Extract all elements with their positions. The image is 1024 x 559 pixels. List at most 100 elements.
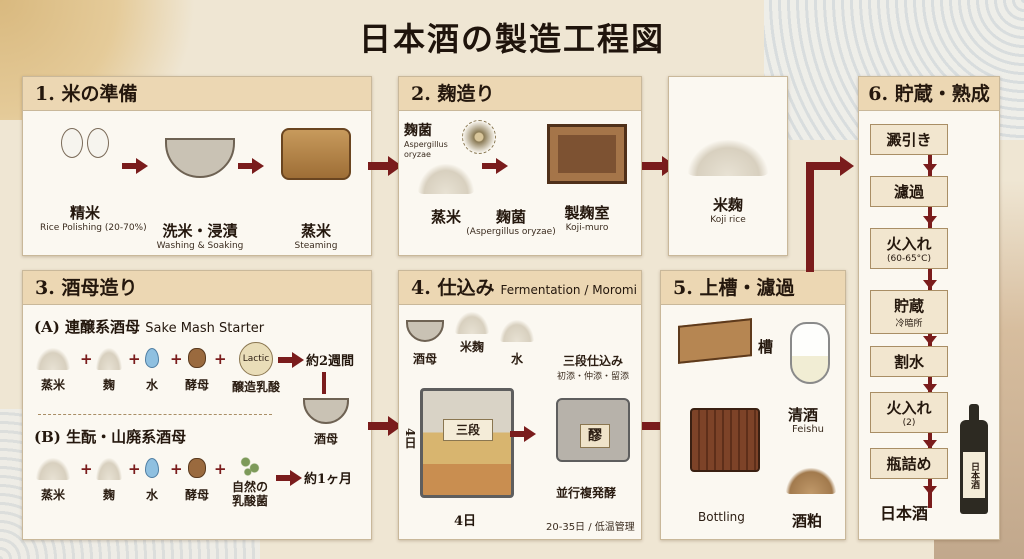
mold-icon — [462, 120, 496, 154]
step-sub: 冷暗所 — [895, 319, 923, 329]
plus-icon: + — [128, 460, 141, 478]
plus-icon: + — [214, 460, 227, 478]
tank-label: 三段 — [443, 419, 493, 441]
koji-icon — [96, 458, 122, 480]
tank-side-label: 4日 — [403, 428, 417, 449]
input-shubo: 酒母 — [404, 320, 446, 367]
step-label: 貯蔵 — [893, 297, 924, 315]
step-sub: Koji-muro — [565, 223, 609, 233]
ingredient: 酵母 — [180, 458, 214, 503]
bottling-label: Bottling — [698, 510, 745, 524]
bowl-icon — [406, 320, 444, 342]
ingredient-label: 水 — [145, 488, 158, 502]
page-title: 日本酒の製造工程図 — [358, 20, 665, 58]
step-sub: (60-65°C) — [887, 254, 931, 264]
koji-mold-sub: Aspergillus oryzae — [404, 140, 448, 159]
arrow-down-icon — [923, 164, 937, 173]
arrow-down-icon — [923, 440, 937, 449]
ingredient-label: 蒸米 — [40, 378, 65, 392]
koji-rice-icon — [688, 140, 768, 176]
rice-grain-icon — [40, 128, 130, 162]
koji-rice: 米麹 Koji rice — [672, 140, 784, 225]
step-washing: 洗米・浸漬 Washing & Soaking — [150, 128, 250, 251]
duration-b: 約1ヶ月 — [304, 472, 353, 487]
arrow-icon — [510, 426, 536, 442]
step-label: 精米 — [69, 204, 100, 222]
storage-step: 火入れ(60-65°C) — [870, 228, 948, 269]
panel-heading: 1. 米の準備 — [23, 77, 371, 111]
fune-label: 槽 — [758, 338, 774, 356]
sandan-info: 三段仕込み 初添・仲添・留添 — [546, 352, 640, 382]
step-steaming: 蒸米 Steaming — [266, 128, 366, 251]
bowl-icon — [303, 398, 349, 424]
storage-step: 瓶詰め — [870, 448, 948, 479]
plus-icon: + — [128, 350, 141, 368]
step-label: 火入れ — [886, 235, 932, 253]
subsection-b-heading: (B) 生酛・山廃系酒母 — [34, 428, 187, 446]
subsection-a-heading: (A) 連醸系酒母 — [34, 318, 141, 336]
tank-bottom-label: 4日 — [454, 514, 477, 529]
arrow-down-icon — [923, 336, 937, 345]
subsection-a-heading-en: Sake Mash Starter — [145, 321, 265, 336]
storage-step: 貯蔵冷暗所 — [870, 290, 948, 334]
storage-step: 澱引き — [870, 124, 948, 155]
ingredient-label: 酵母 — [184, 488, 209, 502]
arrow-down-icon — [923, 280, 937, 289]
water-pile-icon — [500, 320, 534, 342]
ingredient-label: 水 — [145, 378, 158, 392]
ingredient-label: 酵母 — [184, 378, 209, 392]
step-label: 割水 — [893, 353, 924, 371]
arrow-icon — [238, 158, 264, 174]
koji-rice-sub: Koji rice — [710, 215, 746, 225]
step-koji-mold: 麹菌 (Aspergillus oryzae) — [466, 206, 556, 237]
moromi-vat-icon: 醪 — [556, 398, 630, 462]
bowl-icon — [165, 138, 235, 178]
ingredient-label: 自然の 乳酸菌 — [231, 480, 268, 508]
shubo-label: 酒母 — [313, 432, 338, 446]
ingredient: 水 — [140, 348, 164, 393]
shubo-result: 酒母 — [298, 398, 354, 447]
plus-icon: + — [214, 350, 227, 368]
step-sub: Washing & Soaking — [156, 241, 244, 251]
arrow-icon — [276, 470, 302, 486]
final-product-label: 日本酒 — [880, 504, 929, 523]
step-sub: Steaming — [294, 241, 338, 251]
step-label: 蒸米 — [430, 208, 461, 226]
bacteria-icon — [239, 456, 261, 476]
arrow-icon — [278, 352, 304, 368]
input-label: 米麹 — [459, 340, 484, 354]
panel-heading-en: Fermentation / Moromi — [500, 283, 637, 297]
ingredient-label: 麹 — [102, 378, 115, 392]
moromi-label: 醪 — [580, 424, 610, 448]
koji-mold-callout: 麹菌 Aspergillus oryzae — [404, 120, 474, 160]
ingredient-label: 醸造乳酸 — [231, 380, 280, 394]
duration-a: 約2週間 — [306, 354, 355, 369]
sake-lees-label: 酒粕 — [792, 512, 823, 530]
step-koji-room: 製麹室 Koji-muro — [534, 124, 640, 233]
arrow-icon — [322, 372, 326, 394]
step-sub: Rice Polishing (20-70%) — [40, 223, 147, 233]
ingredient: 水 — [140, 458, 164, 503]
sandan-sub: 初添・仲添・留添 — [556, 372, 629, 382]
plus-icon: + — [80, 460, 93, 478]
input-label: 酒母 — [412, 352, 437, 366]
panel-heading: 3. 酒母造り — [23, 271, 371, 305]
yeast-icon — [188, 348, 206, 368]
sake-bottle-icon: 日本酒 — [960, 404, 988, 514]
arrow-down-icon — [923, 384, 937, 393]
water-drop-icon — [145, 348, 159, 368]
parallel-fermentation-label: 並行複発酵 — [556, 486, 617, 500]
plus-icon: + — [170, 460, 183, 478]
arrow-icon — [122, 158, 148, 174]
koji-mold-label: 麹菌 — [404, 123, 432, 139]
step-sub: (Aspergillus oryzae) — [466, 227, 556, 237]
ingredient-label: 麹 — [102, 488, 115, 502]
bottle-label: 日本酒 — [963, 452, 985, 498]
subsection-a: (A) 連醸系酒母 Sake Mash Starter — [34, 316, 264, 337]
ingredient: 麹 — [92, 458, 126, 503]
ingredient: 自然の 乳酸菌 — [226, 456, 274, 508]
step-sub: (2) — [902, 418, 916, 428]
arrow-icon — [806, 156, 854, 176]
panel-heading: 4. 仕込み — [411, 277, 495, 299]
